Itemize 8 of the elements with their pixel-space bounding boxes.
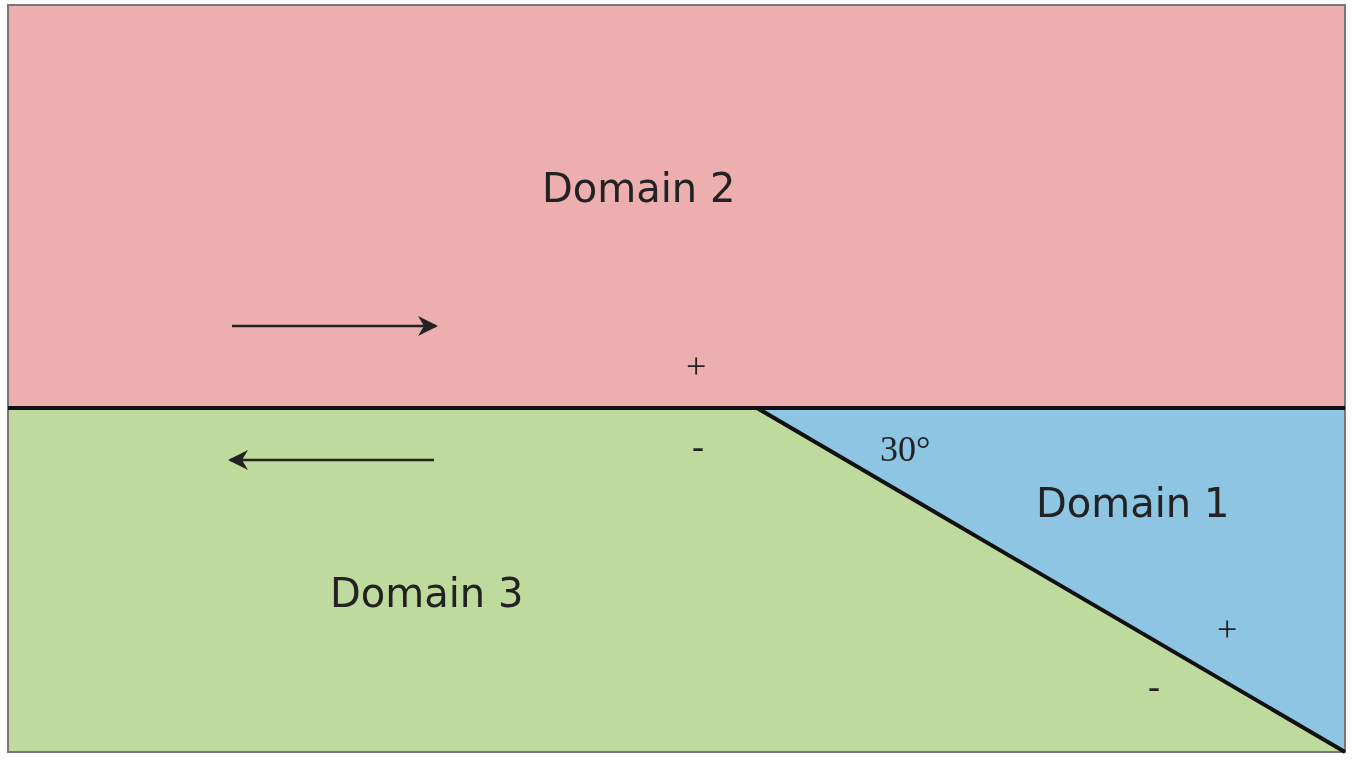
domain-label: Domain 3 [330,570,524,616]
sign-label: - [692,425,704,467]
domain-label: Domain 1 [1036,480,1230,526]
sign-label: - [1148,665,1160,707]
domain-label: Domain 2 [542,165,736,211]
sign-label: + [1217,608,1238,650]
angle-label: 30° [880,428,931,470]
sign-label: + [686,345,707,387]
